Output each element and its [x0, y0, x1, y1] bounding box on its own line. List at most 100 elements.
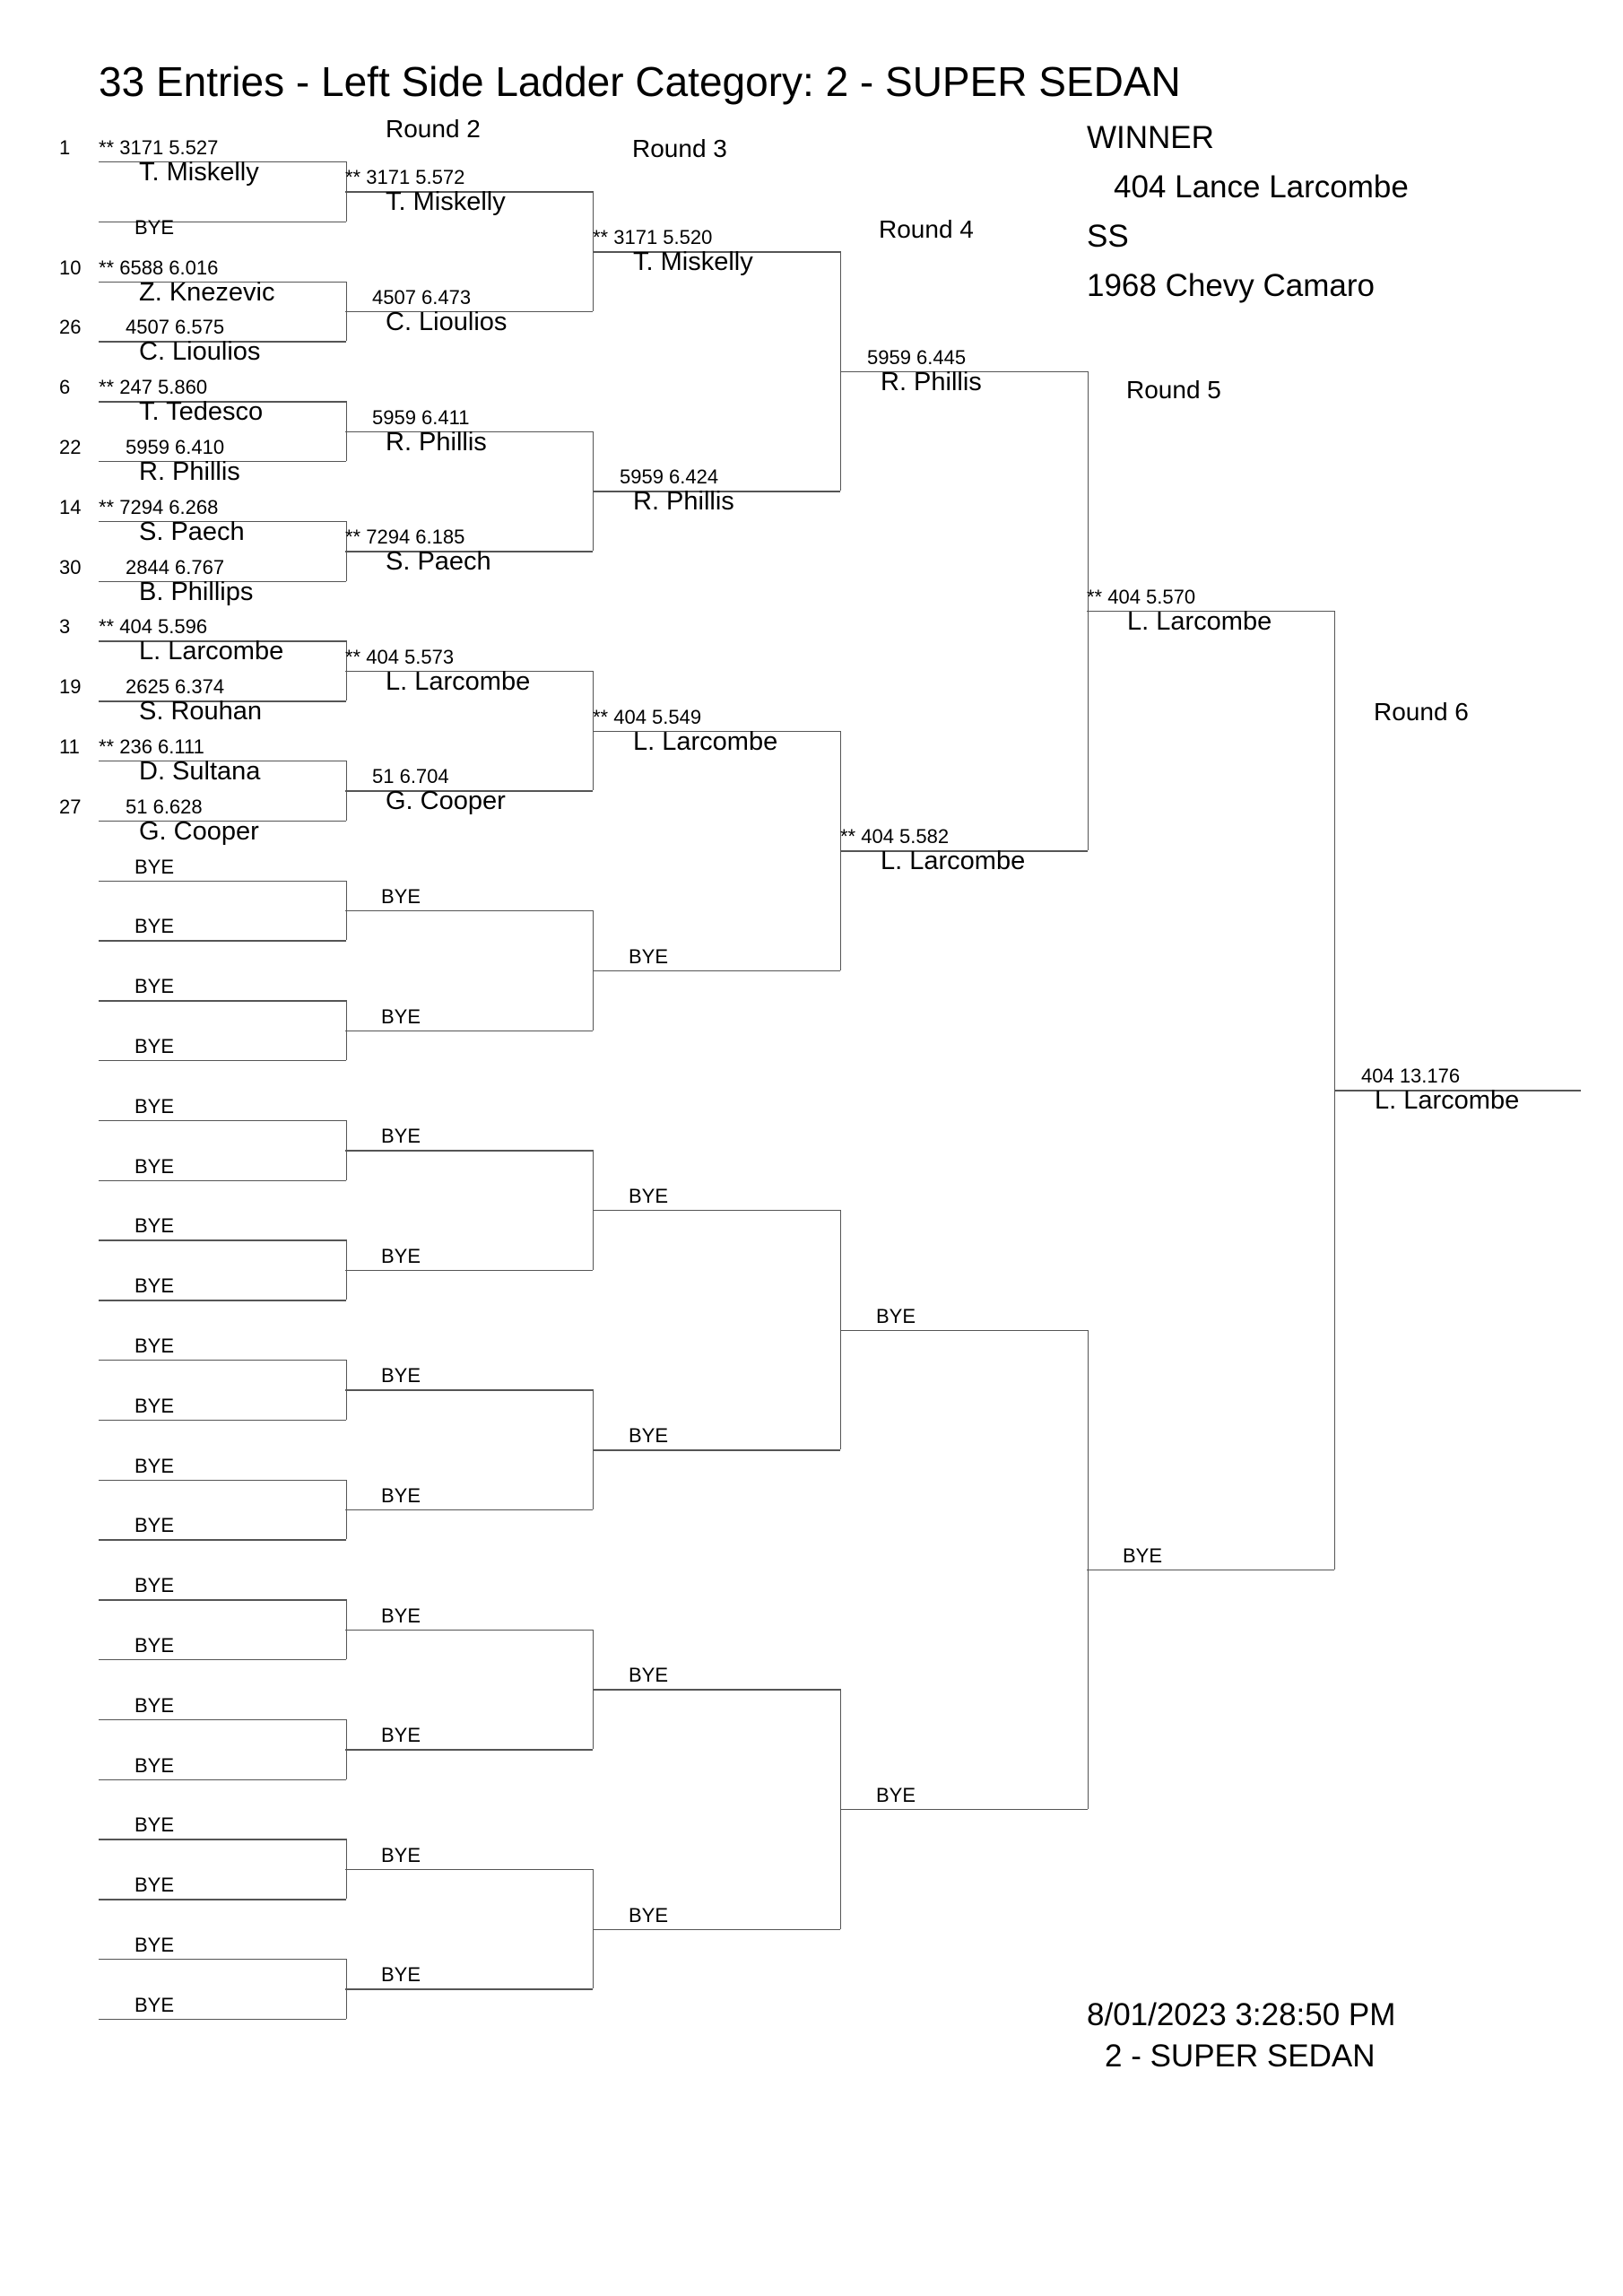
slot-line [840, 850, 1088, 852]
bye-label: BYE [135, 1094, 175, 1118]
time-slip: ** 3171 5.520 [593, 226, 713, 249]
round-6-heading: Round 6 [1374, 698, 1469, 726]
bye-label: BYE [381, 1364, 421, 1387]
slot-line [99, 640, 346, 642]
winner-entry: 404 Lance Larcombe [1114, 170, 1409, 204]
bye-label: BYE [629, 1903, 669, 1926]
seed-number: 27 [59, 795, 82, 818]
racer-name: R. Phillis [386, 427, 487, 457]
slot-line [1334, 1090, 1581, 1091]
seed-number: 3 [59, 615, 71, 639]
time-slip: 2625 6.374 [126, 675, 225, 699]
bracket-connector [593, 1150, 595, 1270]
time-slip: 2844 6.767 [126, 555, 225, 578]
time-slip: ** 6588 6.016 [99, 256, 219, 279]
bye-label: BYE [135, 975, 175, 998]
round-5-heading: Round 5 [1126, 376, 1221, 404]
time-slip: ** 3171 5.527 [99, 136, 219, 159]
racer-name: T. Tedesco [139, 397, 264, 427]
time-slip: ** 404 5.570 [1087, 586, 1196, 608]
seed-number: 11 [59, 735, 80, 758]
bracket-connector [346, 401, 348, 461]
time-slip: ** 404 5.596 [99, 615, 208, 639]
time-slip: ** 404 5.573 [345, 645, 455, 668]
bye-label: BYE [135, 1874, 175, 1897]
bye-label: BYE [876, 1784, 916, 1806]
bracket-connector [346, 880, 348, 941]
slot-line [99, 401, 346, 403]
bracket-connector [840, 251, 842, 491]
bye-label: BYE [135, 1993, 175, 2016]
slot-line [99, 700, 346, 702]
bye-label: BYE [381, 1004, 421, 1028]
bye-label: BYE [135, 1035, 175, 1057]
slot-line [345, 1389, 593, 1391]
slot-line [345, 670, 593, 673]
seed-number: 30 [59, 555, 82, 578]
time-slip: 5959 6.424 [620, 465, 719, 489]
round-2-heading: Round 2 [386, 115, 481, 143]
bye-label: BYE [629, 1424, 669, 1448]
page-title: 33 Entries - Left Side Ladder Category: … [99, 58, 1181, 105]
bye-label: BYE [381, 885, 421, 908]
round-3-heading: Round 3 [632, 135, 727, 162]
slot-line [593, 1689, 840, 1691]
bracket-connector [346, 1839, 348, 1900]
bracket-connector [1088, 370, 1089, 851]
bye-label: BYE [381, 1604, 421, 1627]
racer-name: T. Miskelly [139, 158, 259, 187]
slot-line [345, 1988, 593, 1990]
slot-line [99, 1779, 346, 1780]
racer-name: S. Rouhan [139, 697, 263, 726]
slot-line [345, 1629, 593, 1631]
time-slip: ** 3171 5.572 [345, 166, 465, 189]
seed-number: 14 [59, 495, 82, 518]
racer-name: S. Paech [386, 547, 491, 577]
bye-label: BYE [629, 1664, 669, 1687]
time-slip: 5959 6.410 [126, 436, 225, 458]
round-4-heading: Round 4 [879, 215, 974, 243]
footer-category: 2 - SUPER SEDAN [1105, 2039, 1376, 2074]
bye-label: BYE [135, 855, 175, 878]
bye-label: BYE [135, 1154, 175, 1178]
bracket-connector [1088, 1329, 1089, 1809]
slot-line [99, 1360, 346, 1361]
racer-name: L. Larcombe [386, 666, 531, 696]
slot-line [345, 790, 593, 792]
slot-line [99, 940, 346, 942]
bye-label: BYE [629, 1185, 669, 1207]
racer-name: L. Larcombe [881, 847, 1026, 876]
winner-class: SS [1087, 219, 1129, 254]
bye-label: BYE [135, 915, 175, 938]
bye-label: BYE [135, 1934, 175, 1956]
slot-line [99, 461, 346, 463]
slot-line [99, 1659, 346, 1661]
bye-label: BYE [135, 1335, 175, 1357]
racer-name: T. Miskelly [386, 187, 506, 217]
slot-line [1087, 611, 1334, 613]
bye-label: BYE [876, 1304, 916, 1327]
slot-line [345, 1269, 593, 1272]
bye-label: BYE [381, 1244, 421, 1267]
slot-line [345, 311, 593, 313]
time-slip: ** 404 5.549 [593, 705, 702, 728]
slot-line [99, 281, 346, 283]
racer-name: R. Phillis [633, 487, 734, 517]
bye-label: BYE [1123, 1544, 1163, 1567]
time-slip: 51 6.704 [372, 765, 449, 788]
time-slip: ** 404 5.582 [840, 825, 950, 848]
bye-label: BYE [135, 1634, 175, 1657]
racer-name: L. Larcombe [139, 637, 284, 666]
slot-line [99, 1539, 346, 1541]
slot-line [345, 910, 593, 912]
slot-line [99, 2018, 346, 2021]
bye-label: BYE [381, 1125, 421, 1148]
bye-label: BYE [135, 1813, 175, 1837]
slot-line [593, 730, 840, 732]
racer-name: Z. Knezevic [139, 277, 275, 307]
time-slip: 51 6.628 [126, 795, 203, 818]
seed-number: 1 [59, 136, 71, 159]
winner-heading: WINNER [1087, 120, 1214, 155]
bye-label: BYE [381, 1843, 421, 1866]
winner-vehicle: 1968 Chevy Camaro [1087, 268, 1375, 303]
